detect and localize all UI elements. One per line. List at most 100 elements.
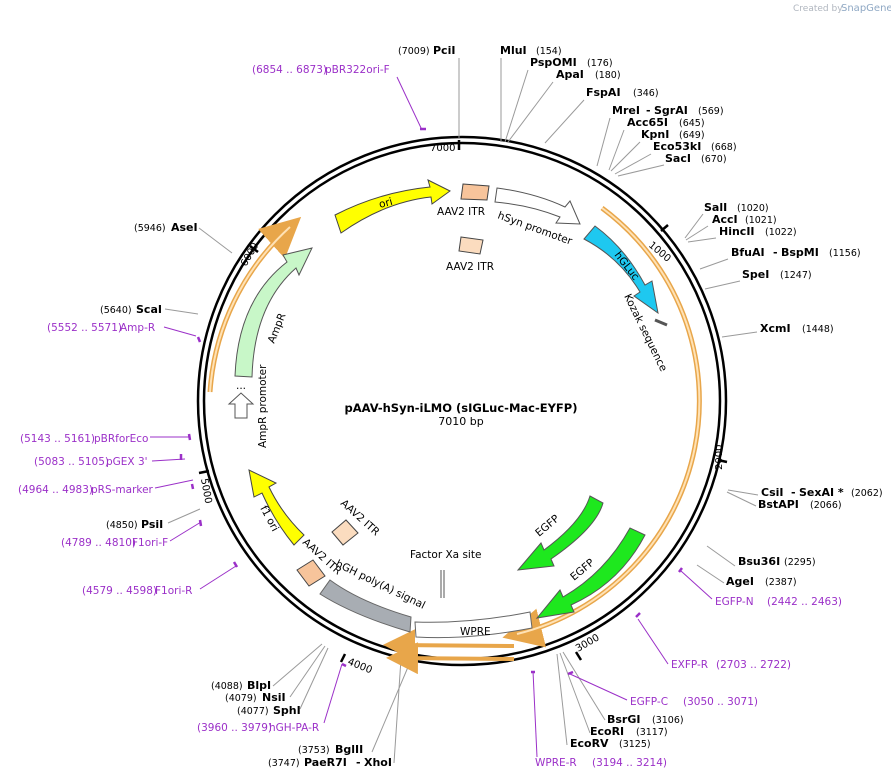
primer-range-pbr322ori-f: (6854 .. 6873) [252,64,327,76]
enzyme-name-spei: SpeI [742,268,769,281]
enzyme-name-bstapi: BstAPI [758,498,799,511]
ori-feature: ori [334,179,451,234]
enzyme-name-blpi: BlpI [247,679,271,692]
enzyme-leader-lines [164,58,759,764]
egfp-1-label: EGFP [533,513,562,540]
enzyme-name-xcmi: XcmI [760,322,791,335]
tick-label-4000: 4000 [346,657,374,677]
svg-text:-: - [356,756,361,769]
enzyme-pos-pspomi: (176) [587,58,613,69]
enzyme-pos-psii: (4850) [106,520,138,531]
svg-text:-: - [791,486,796,499]
ori-label: ori [378,196,394,211]
primer-name-wpre-r: WPRE-R [535,757,577,769]
primer-name-pbrforeco: pBRforEco [94,433,148,445]
enzyme-name-xhoi: XhoI [364,756,392,769]
aav2-itr-bottom-feature: AAV2 ITR [296,536,344,587]
enzyme-name-paer7i: PaeR7I [304,756,347,769]
aav2-itr-top-inner-label: AAV2 ITR [446,261,494,273]
enzyme-pos-ecori: (3117) [636,727,668,738]
backbone-outer-ring [196,135,728,667]
tick-7000: 7000 [430,140,461,154]
tick-label-7000: 7000 [430,143,455,154]
enzyme-name-saci: SacI [665,152,691,165]
enzyme-name-mrei: MreI [612,104,640,117]
enzyme-pos-fspai: (346) [633,88,659,99]
tick-5000: 5000 [198,469,213,505]
enzyme-pos-scai: (5640) [100,305,132,316]
primer-range-egfp-n: (2442 .. 2463) [767,596,842,608]
enzyme-pos-paer7i: (3747) [268,758,300,769]
tick-3000: 3000 [574,632,602,661]
enzyme-pos-bstapi: (2066) [810,500,842,511]
enzyme-pos-bglii: (3753) [298,745,330,756]
enzyme-pos-mlui: (154) [536,46,562,57]
primer-range-f1ori-r: (4579 .. 4598) [82,585,157,597]
tick-label-3000: 3000 [574,632,602,654]
enzyme-name-ecorv: EcoRV [570,737,609,750]
ampr-label: AmpR [266,312,289,346]
enzyme-name-mlui: MluI [500,44,527,57]
enzyme-pos-kpni: (649) [679,130,705,141]
primer-labels: (6854 .. 6873) pBR322ori-F (5552 .. 5571… [18,64,842,769]
primer-name-egfp-c: EGFP-C [630,696,668,708]
enzyme-pos-sali: (1020) [737,203,769,214]
factor-xa-label: Factor Xa site [410,549,481,561]
primer-range-exfp-r: (2703 .. 2722) [716,659,791,671]
enzyme-pos-ecorv: (3125) [619,739,651,750]
plasmid-length: 7010 bp [438,415,483,428]
aav2-itr-top-inner-feature: AAV2 ITR [446,236,494,273]
primer-range-egfp-c: (3050 .. 3071) [683,696,758,708]
primer-range-hgh-pa-r: (3960 .. 3979) [197,722,272,734]
enzyme-name-bspmi: BspMI [781,246,819,259]
snapgene-brand: SnapGene [841,3,891,14]
hsyn-promoter-feature: hSyn promoter [494,187,581,248]
aav2-itr-top-label: AAV2 ITR [437,206,485,218]
wpre-feature: WPRE [414,611,533,639]
plasmid-name: pAAV-hSyn-iLMO (sIGLuc-Mac-EYFP) [345,401,578,415]
primer-range-amp-r: (5552 .. 5571) [47,322,122,334]
enzyme-name-acci: AccI [712,213,738,226]
enzyme-pos-acci: (1021) [745,215,777,226]
enzyme-name-pspomi: PspOMI [530,56,577,69]
primer-name-f1ori-f: F1ori-F [132,537,168,549]
orf-arcs [207,205,702,675]
enzyme-name-bsu36i: Bsu36I [738,555,780,568]
enzyme-pos-pcii: (7009) [398,46,430,57]
created-by-text: Created by [793,4,843,14]
enzyme-name-sali: SalI [704,201,727,214]
hgluc-label: hGLuc [612,249,642,282]
primer-name-hgh-pa-r: hGH-PA-R [269,722,319,734]
svg-text:-: - [773,246,778,259]
enzyme-pos-csii: (2062) [851,488,883,499]
enzyme-name-hincii: HincII [719,225,755,238]
enzyme-name-bglii: BglII [335,743,363,756]
enzyme-name-apai: ApaI [556,68,584,81]
enzyme-name-bfuai: BfuAI [731,246,765,259]
enzyme-name-scai: ScaI [136,303,162,316]
enzyme-pos-xcmi: (1448) [802,324,834,335]
primer-sites [179,127,683,676]
enzyme-name-bsrgi: BsrGI [607,713,640,726]
ampr-dots: ... [236,380,246,392]
primer-name-pgex3: pGEX 3' [106,456,148,468]
enzyme-pos-acc65i: (645) [679,118,705,129]
enzyme-name-eco53ki: Eco53kI [653,140,701,153]
svg-text:-: - [646,104,651,117]
enzyme-name-asei: AseI [171,221,198,234]
enzyme-pos-spei: (1247) [780,270,812,281]
primer-range-pbrforeco: (5143 .. 5161) [20,433,95,445]
ampr-promoter-feature: AmpR promoter [227,364,269,448]
enzyme-name-psii: PsiI [141,518,163,531]
enzyme-pos-asei: (5946) [134,223,166,234]
ampr-feature: AmpR ... [234,247,313,392]
enzyme-pos-eco53ki: (668) [711,142,737,153]
primer-range-f1ori-f: (4789 .. 4810) [61,537,136,549]
primer-range-wpre-r: (3194 .. 3214) [592,757,667,769]
aav2-itr-bottom-inner-feature: AAV2 ITR [331,497,382,546]
enzyme-name-kpni: KpnI [641,128,669,141]
enzyme-name-pcii: PciI [433,44,455,57]
enzyme-labels: (7009) PciI MluI (154) PspOMI (176) ApaI… [100,44,883,769]
enzyme-pos-blpi: (4088) [211,681,243,692]
